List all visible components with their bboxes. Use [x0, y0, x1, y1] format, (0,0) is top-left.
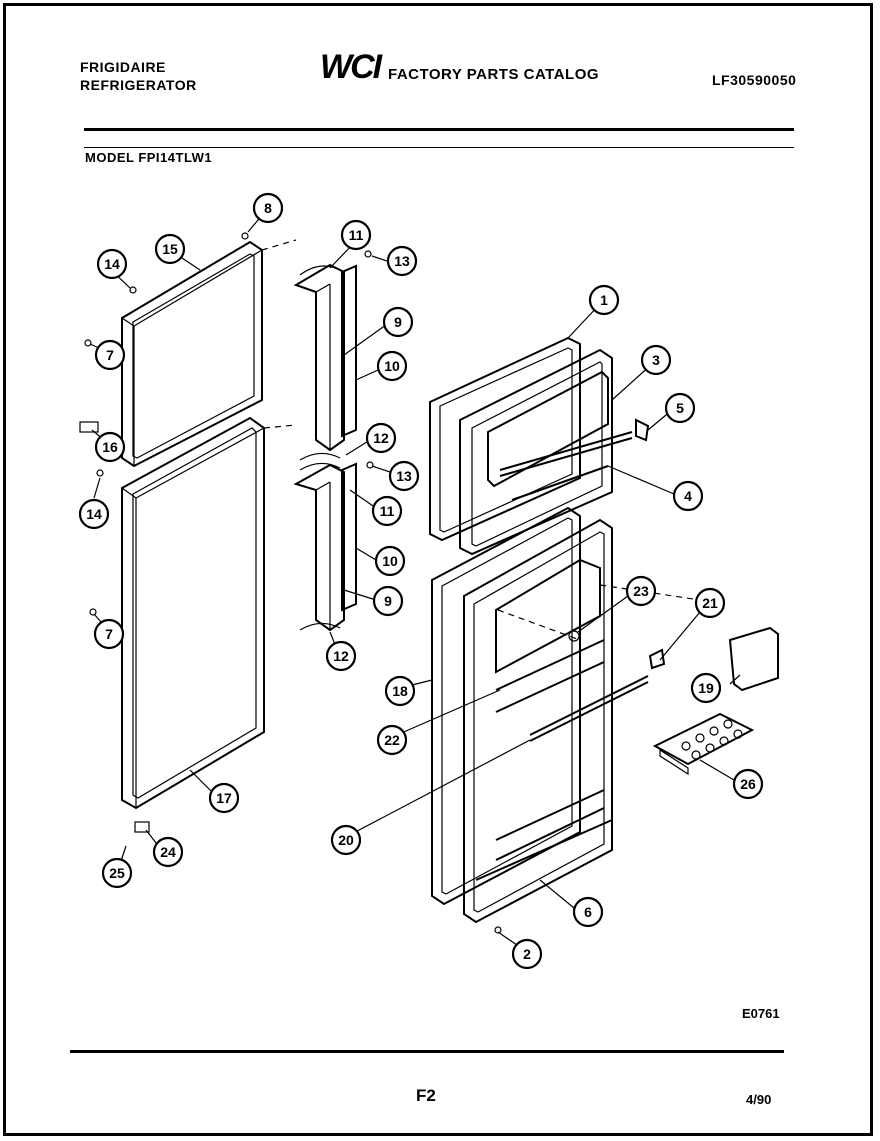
- freezer-door-liner: [429, 336, 650, 556]
- callout-3: 3: [640, 344, 672, 376]
- fresh-food-door-gasket: [121, 416, 265, 810]
- callout-4: 4: [672, 480, 704, 512]
- callout-22: 22: [376, 724, 408, 756]
- callout-12-lower: 12: [325, 640, 357, 672]
- header-rule-thick: [84, 128, 794, 131]
- svg-text:22: 22: [384, 732, 400, 748]
- svg-text:9: 9: [394, 314, 402, 330]
- svg-text:11: 11: [349, 227, 364, 243]
- fresh-food-door-liner: [431, 506, 649, 924]
- hinge-covers: [293, 263, 357, 632]
- svg-text:13: 13: [394, 253, 410, 269]
- svg-text:12: 12: [373, 430, 389, 446]
- callout-10-lower: 10: [374, 545, 406, 577]
- callout-6: 6: [572, 896, 604, 928]
- egg-tray-and-bin: [648, 626, 779, 776]
- callout-17: 17: [208, 782, 240, 814]
- callout-10-upper: 10: [376, 350, 408, 382]
- svg-text:10: 10: [384, 358, 400, 374]
- page-border: [3, 3, 873, 1136]
- brand-name: FRIGIDAIRE: [80, 59, 166, 75]
- page-number: F2: [416, 1086, 436, 1105]
- svg-text:7: 7: [106, 347, 114, 363]
- callout-25: 25: [101, 857, 133, 889]
- svg-text:19: 19: [698, 680, 714, 696]
- svg-text:1: 1: [600, 292, 608, 308]
- svg-text:16: 16: [102, 439, 118, 455]
- model-number: MODEL FPI14TLW1: [85, 150, 213, 165]
- svg-text:15: 15: [162, 241, 178, 257]
- svg-text:9: 9: [384, 593, 392, 609]
- screw-parts: [79, 232, 502, 934]
- svg-text:14: 14: [104, 256, 120, 272]
- callout-19: 19: [690, 672, 722, 704]
- svg-text:7: 7: [105, 626, 113, 642]
- svg-text:8: 8: [264, 200, 272, 216]
- svg-text:26: 26: [740, 776, 756, 792]
- callout-18: 18: [384, 675, 416, 707]
- callout-23: 23: [625, 575, 657, 607]
- svg-text:3: 3: [652, 352, 660, 368]
- svg-text:5: 5: [676, 400, 684, 416]
- svg-text:4: 4: [684, 488, 692, 504]
- svg-text:14: 14: [86, 506, 102, 522]
- callout-5: 5: [664, 392, 696, 424]
- callout-9-upper: 9: [382, 306, 414, 338]
- callout-13-upper: 13: [386, 245, 418, 277]
- callout-13-lower: 13: [388, 460, 420, 492]
- svg-text:13: 13: [396, 468, 412, 484]
- callout-26: 26: [732, 768, 764, 800]
- header-rule-thin: [84, 147, 794, 148]
- catalog-title: FACTORY PARTS CATALOG: [388, 66, 600, 83]
- callout-11-upper: 11: [340, 219, 372, 251]
- callout-14-lower: 14: [78, 498, 110, 530]
- svg-text:12: 12: [333, 648, 349, 664]
- callout-21: 21: [694, 587, 726, 619]
- svg-text:2: 2: [523, 946, 531, 962]
- footer-rule: [70, 1050, 784, 1053]
- diagram-code: E0761: [742, 1006, 780, 1021]
- callout-20: 20: [330, 824, 362, 856]
- callout-16: 16: [94, 431, 126, 463]
- wci-logo: WCI: [320, 48, 382, 86]
- callout-7-upper: 7: [94, 339, 126, 371]
- svg-text:6: 6: [584, 904, 592, 920]
- product-type: REFRIGERATOR: [80, 77, 197, 93]
- svg-text:24: 24: [160, 844, 176, 860]
- revision-date: 4/90: [746, 1092, 772, 1107]
- svg-text:11: 11: [380, 503, 395, 519]
- svg-text:21: 21: [702, 595, 718, 611]
- callout-1: 1: [588, 284, 620, 316]
- svg-text:23: 23: [633, 583, 649, 599]
- svg-text:20: 20: [338, 832, 354, 848]
- svg-text:17: 17: [216, 790, 232, 806]
- callout-9-lower: 9: [372, 585, 404, 617]
- callout-11-lower: 11: [371, 495, 403, 527]
- callout-14-upper: 14: [96, 248, 128, 280]
- brand-block: FRIGIDAIRE REFRIGERATOR: [80, 58, 197, 94]
- svg-text:25: 25: [109, 865, 125, 881]
- dashed-leaders: [261, 239, 701, 641]
- callout-7-lower: 7: [93, 618, 125, 650]
- callout-24: 24: [152, 836, 184, 868]
- callout-8: 8: [252, 192, 284, 224]
- svg-text:10: 10: [382, 553, 398, 569]
- callout-2: 2: [511, 938, 543, 970]
- freezer-door-gasket: [121, 240, 263, 468]
- svg-text:18: 18: [392, 683, 408, 699]
- callout-15: 15: [154, 233, 186, 265]
- callout-12-upper: 12: [365, 422, 397, 454]
- document-number: LF30590050: [712, 72, 797, 88]
